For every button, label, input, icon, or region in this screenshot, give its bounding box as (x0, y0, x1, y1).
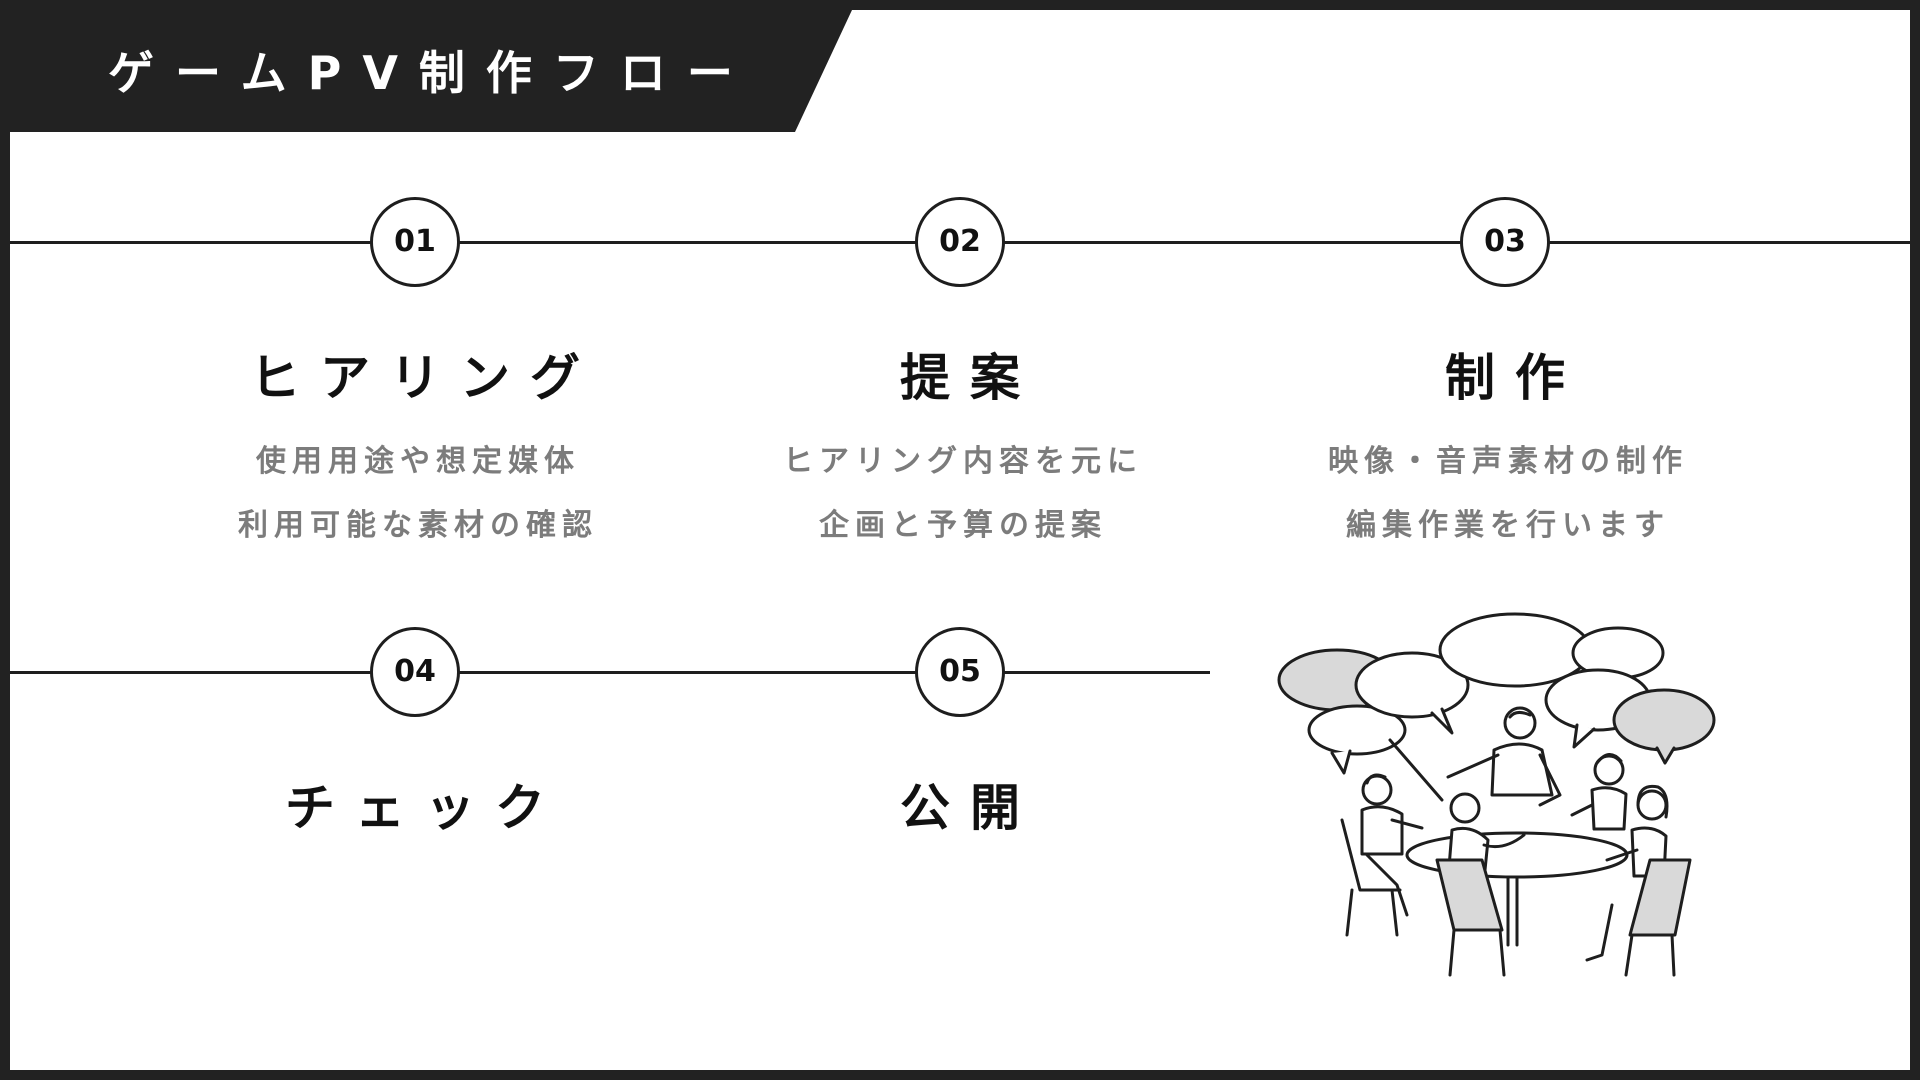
step-number-badge: 03 (1460, 197, 1550, 287)
speech-bubble-icon (1612, 688, 1716, 752)
step-number-badge: 04 (370, 627, 460, 717)
speech-bubble-icon (1354, 651, 1470, 719)
step-title: チェック (285, 779, 565, 837)
step-title: 公開 (900, 779, 1040, 837)
step-number-badge: 01 (370, 197, 460, 287)
timeline-line-row2 (10, 671, 1210, 674)
step-title: 制作 (1445, 349, 1585, 407)
step-number-badge: 05 (915, 627, 1005, 717)
step-description-line: 使用用途や想定媒体 (256, 444, 580, 479)
step-description-line: 映像・音声素材の制作 (1328, 444, 1688, 479)
step-title: ヒアリング (250, 349, 600, 407)
page-title: ゲームPV制作フロー (108, 46, 754, 100)
step-description-line: 企画と予算の提案 (819, 508, 1107, 543)
slide: ゲームPV制作フロー 01 ヒアリング 使用用途や想定媒体 利用可能な素材の確認… (10, 10, 1910, 1070)
step-description-line: 利用可能な素材の確認 (238, 508, 598, 543)
step-title: 提案 (900, 349, 1040, 407)
speech-bubble-icon (1307, 704, 1407, 756)
title-band (10, 10, 852, 132)
step-description-line: 編集作業を行います (1346, 508, 1670, 543)
step-number-badge: 02 (915, 197, 1005, 287)
step-description-line: ヒアリング内容を元に (783, 444, 1143, 479)
meeting-illustration-icon (1277, 612, 1716, 977)
